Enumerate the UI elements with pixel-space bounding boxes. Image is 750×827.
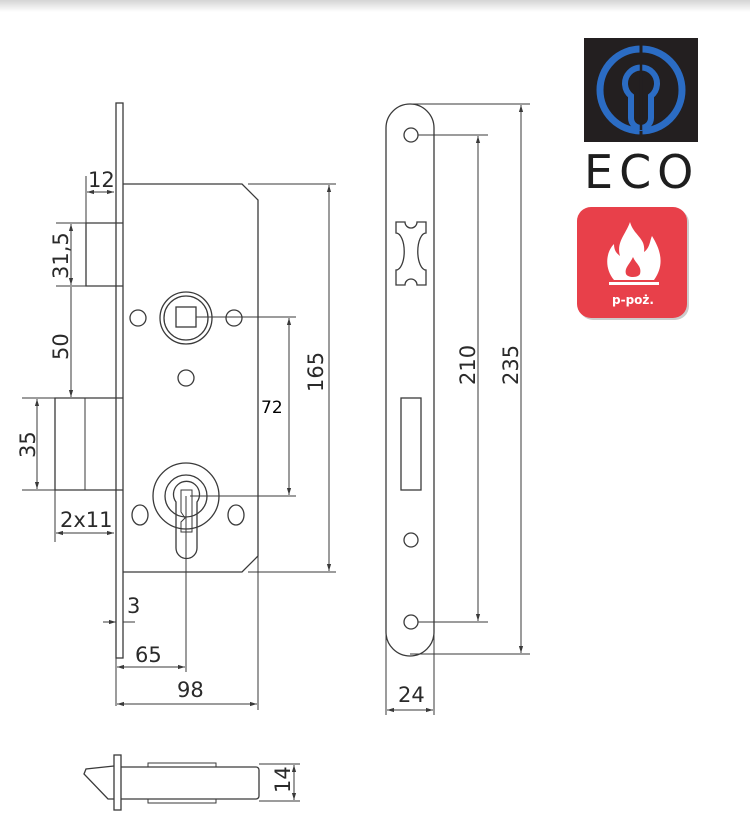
dim-case-height: 165 (304, 352, 328, 392)
front-view: 12 31,5 50 35 2x11 3 65 98 (16, 102, 336, 710)
latch (85, 222, 123, 287)
faceplate-outline (385, 103, 435, 657)
dim-bolt-height: 35 (16, 431, 40, 458)
dim-latch-height: 31,5 (49, 232, 73, 279)
dim-faceplate-length: 235 (499, 345, 523, 385)
bottom-view: 14 (83, 754, 300, 811)
fire-badge: p-poż. (577, 207, 689, 320)
screw-hole (177, 369, 195, 387)
deadbolt (54, 397, 123, 491)
faceplate-view: 210 235 24 (385, 103, 530, 715)
follower-ring-inner (163, 295, 209, 341)
dim-handle-to-cylinder: 72 (261, 398, 283, 418)
eco-badge: ECO (584, 38, 699, 199)
screw-hole (129, 309, 147, 327)
screw-hole (227, 504, 245, 526)
faceplate-strip (115, 102, 124, 659)
dim-faceplate-thickness: 3 (127, 594, 140, 618)
dim-bolt-throw: 2x11 (60, 508, 113, 532)
screw-hole (131, 504, 149, 526)
top-shadow (0, 0, 750, 12)
flame-icon (607, 222, 661, 285)
dim-faceplate-width: 24 (398, 683, 425, 707)
eco-label: ECO (584, 145, 699, 199)
case-body (121, 766, 260, 800)
dim-latch-to-bolt: 50 (49, 333, 73, 360)
latch-bevel (83, 765, 115, 800)
screw-hole (403, 532, 419, 548)
faceplate-edge (113, 754, 122, 811)
cylinder-profile (172, 480, 201, 560)
follower-ring-outer (159, 291, 213, 345)
dim-latch-projection: 12 (88, 168, 115, 192)
screw-hole (403, 614, 419, 630)
dim-case-thickness: 14 (271, 766, 295, 793)
dim-screw-spacing: 210 (456, 345, 480, 385)
bolt-opening (400, 397, 422, 491)
dim-backset: 65 (135, 643, 162, 667)
cylinder-keyhole-icon (596, 45, 686, 135)
latch-opening (395, 221, 427, 286)
dim-case-depth: 98 (177, 678, 204, 702)
lock-case (123, 183, 259, 573)
fire-badge-label: p-poż. (612, 293, 654, 307)
cylinder-keyway (180, 489, 193, 533)
screw-hole (225, 309, 243, 327)
screw-hole (403, 127, 419, 143)
follower-square (175, 306, 197, 328)
